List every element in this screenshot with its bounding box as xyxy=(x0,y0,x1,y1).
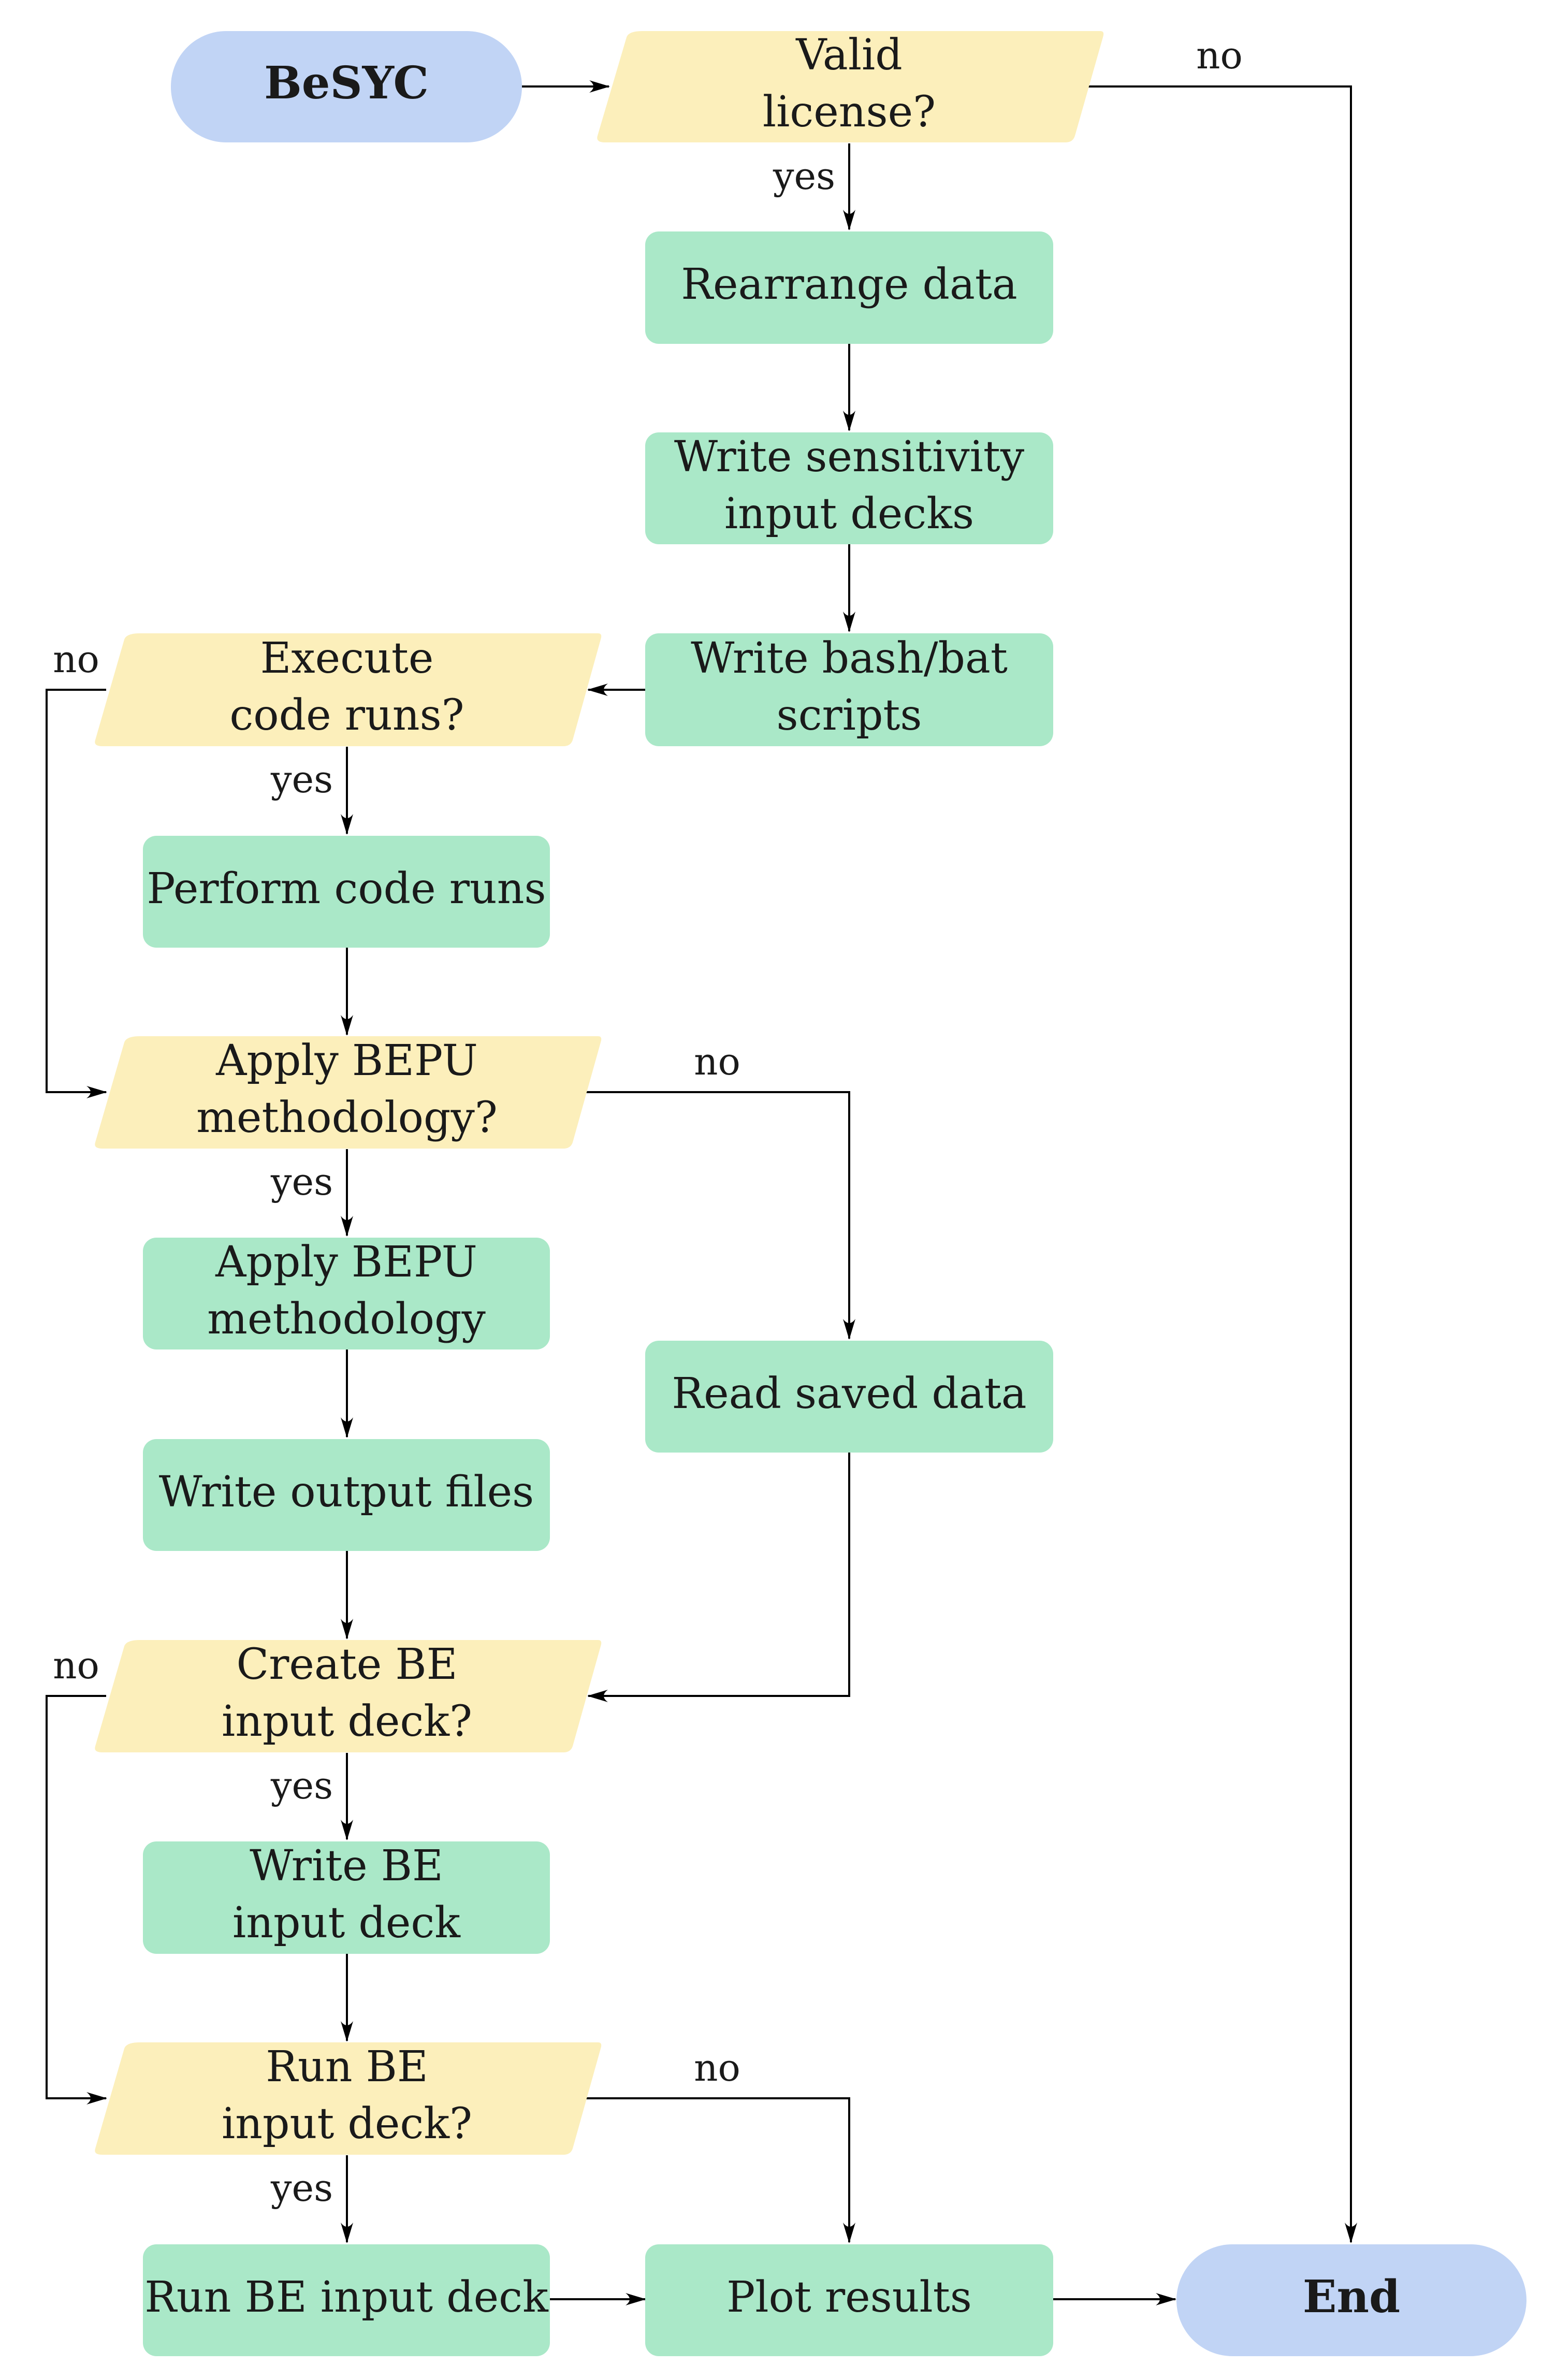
node-create-be-q: Create BE input deck? xyxy=(95,1640,602,1752)
node-write-output-shape xyxy=(143,1439,550,1551)
node-create-be-q-label-line: input deck? xyxy=(222,1697,472,1746)
node-write-scripts-shape xyxy=(645,633,1053,746)
edge-label-bepu-no: no xyxy=(694,1040,740,1083)
node-run-be-q-label: Run BE input deck? xyxy=(222,2042,472,2149)
edge-bepu-no-to-read xyxy=(585,1091,855,1340)
edge-label-execute-no: no xyxy=(53,637,99,681)
node-write-sensitivity-label: Write sensitivity input decks xyxy=(674,432,1025,539)
edge-label-create-no: no xyxy=(53,1644,99,1687)
node-create-be-q-shape xyxy=(95,1640,602,1752)
node-write-scripts: Write bash/bat scripts xyxy=(645,633,1053,746)
node-rearrange-data-label: Rearrange data xyxy=(681,260,1017,309)
node-apply-bepu-q-shape xyxy=(95,1036,602,1149)
edge-label-create-yes: yes xyxy=(270,1764,333,1807)
node-rearrange-data-shape xyxy=(645,231,1053,344)
node-run-be-label: Run BE input deck xyxy=(144,2273,549,2322)
node-apply-bepu-shape xyxy=(143,1238,550,1349)
node-run-be: Run BE input deck xyxy=(143,2244,550,2356)
edge-label-run-no: no xyxy=(694,2046,740,2089)
node-start-label: BeSYC xyxy=(264,57,429,109)
node-read-saved: Read saved data xyxy=(645,1341,1053,1453)
node-write-output: Write output files xyxy=(143,1439,550,1551)
node-write-be-label-line: Write BE xyxy=(250,1841,443,1891)
node-write-scripts-label-line: Write bash/bat xyxy=(691,634,1008,683)
node-execute-runs-q-shape xyxy=(95,633,602,746)
node-apply-bepu-label-line: methodology xyxy=(207,1295,486,1344)
edge-license-no-to-end xyxy=(1087,85,1357,2243)
node-execute-runs-q-label-line: Execute xyxy=(260,634,434,683)
node-valid-license-shape xyxy=(597,31,1104,142)
node-perform-runs: Perform code runs xyxy=(143,836,550,948)
node-end-shape xyxy=(1176,2244,1526,2356)
node-write-be-label-line: input deck xyxy=(232,1898,461,1948)
edge-label-execute-yes: yes xyxy=(270,758,333,801)
node-run-be-q: Run BE input deck? xyxy=(95,2042,602,2155)
node-run-be-shape xyxy=(143,2244,550,2356)
node-execute-runs-q-label-line: code runs? xyxy=(229,691,464,740)
node-execute-runs-q: Execute code runs? xyxy=(95,633,602,746)
node-write-sensitivity: Write sensitivity input decks xyxy=(645,432,1053,544)
node-write-sensitivity-label-line: Write sensitivity xyxy=(674,432,1025,482)
node-create-be-q-label-line: Create BE xyxy=(236,1640,457,1689)
node-write-sensitivity-shape xyxy=(645,432,1053,544)
node-create-be-q-label: Create BE input deck? xyxy=(222,1640,472,1746)
node-read-saved-label: Read saved data xyxy=(672,1369,1026,1418)
node-execute-runs-q-label: Execute code runs? xyxy=(229,634,464,740)
node-apply-bepu-q-label-line: Apply BEPU xyxy=(215,1036,478,1085)
node-apply-bepu: Apply BEPU methodology xyxy=(143,1238,550,1349)
node-valid-license-label: Valid license? xyxy=(763,31,936,137)
node-end-label: End xyxy=(1303,2271,1400,2323)
node-perform-runs-shape xyxy=(143,836,550,948)
node-write-scripts-label: Write bash/bat scripts xyxy=(691,634,1008,740)
edge-label-bepu-yes: yes xyxy=(270,1160,333,1203)
edge-label-license-yes: yes xyxy=(773,154,835,198)
node-write-be: Write BE input deck xyxy=(143,1841,550,1954)
node-perform-runs-label-line: Perform code runs xyxy=(147,864,546,913)
edge-label-license-no: no xyxy=(1196,34,1243,77)
nodes: BeSYC Valid license? Rearrange data Write… xyxy=(95,31,1526,2356)
node-valid-license-label-line: Valid xyxy=(795,31,903,80)
node-read-saved-label-line: Read saved data xyxy=(672,1369,1026,1418)
node-valid-license-label-line: license? xyxy=(763,88,936,137)
node-write-output-label: Write output files xyxy=(159,1468,534,1517)
node-start-shape xyxy=(171,31,522,142)
node-end: End xyxy=(1176,2244,1526,2356)
node-read-saved-shape xyxy=(645,1341,1053,1453)
node-write-output-label-line: Write output files xyxy=(159,1468,534,1517)
node-apply-bepu-q-label: Apply BEPU methodology? xyxy=(196,1036,498,1142)
node-apply-bepu-q-label-line: methodology? xyxy=(196,1093,498,1142)
node-valid-license: Valid license? xyxy=(597,31,1104,142)
node-run-be-q-shape xyxy=(95,2042,602,2155)
node-write-be-shape xyxy=(143,1841,550,1954)
edges xyxy=(46,80,1357,2305)
node-write-be-label: Write BE input deck xyxy=(232,1841,461,1948)
node-run-be-label-line: Run BE input deck xyxy=(144,2273,549,2322)
node-run-be-q-label-line: input deck? xyxy=(222,2099,472,2149)
node-perform-runs-label: Perform code runs xyxy=(147,864,546,913)
edge-execute-no-to-bepu xyxy=(46,689,107,1098)
node-apply-bepu-label-line: Apply BEPU xyxy=(215,1238,477,1287)
node-rearrange-data-label-line: Rearrange data xyxy=(681,260,1017,309)
node-end-label-line: End xyxy=(1303,2271,1400,2323)
edge-labels: no yes no yes no yes no yes no yes xyxy=(53,34,1243,2210)
node-apply-bepu-q: Apply BEPU methodology? xyxy=(95,1036,602,1149)
node-plot-results: Plot results xyxy=(645,2244,1053,2356)
node-run-be-q-label-line: Run BE xyxy=(266,2042,428,2092)
edge-read-to-create xyxy=(587,1453,850,1702)
edge-create-no-to-run-q xyxy=(46,1695,107,2105)
edge-label-run-yes: yes xyxy=(270,2166,333,2210)
node-plot-results-label: Plot results xyxy=(726,2273,972,2322)
node-plot-results-label-line: Plot results xyxy=(726,2273,972,2322)
node-rearrange-data: Rearrange data xyxy=(645,231,1053,344)
node-start: BeSYC xyxy=(171,31,522,142)
node-plot-results-shape xyxy=(645,2244,1053,2356)
node-start-label-line: BeSYC xyxy=(264,57,429,109)
node-write-sensitivity-label-line: input decks xyxy=(724,489,974,539)
node-apply-bepu-label: Apply BEPU methodology xyxy=(207,1238,486,1344)
node-write-scripts-label-line: scripts xyxy=(777,691,922,740)
edge-run-no-to-plot xyxy=(585,2097,855,2243)
